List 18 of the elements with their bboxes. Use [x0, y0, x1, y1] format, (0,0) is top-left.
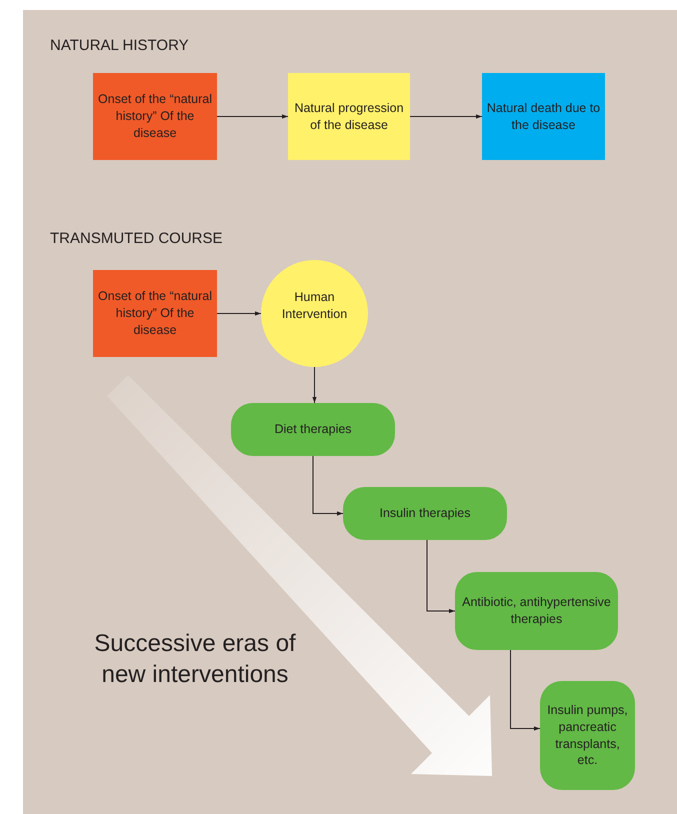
arrow [216, 114, 288, 119]
therapy-box: Antibiotic, antihypertensive therapies [455, 572, 618, 650]
arrow [410, 114, 482, 119]
arrow [216, 311, 262, 316]
arrow [510, 650, 540, 731]
annotation-text: Successive eras of new interventions [93, 629, 297, 690]
therapy-box: Diet therapies [231, 403, 395, 456]
event-box: Onset of the “natural history” Of the disease [93, 270, 217, 357]
arrow [312, 456, 344, 516]
arrow [426, 540, 456, 614]
event-box: Natural death due to the disease [482, 73, 605, 160]
therapy-box: Insulin pumps, pancreatic transplants, etc. [540, 681, 635, 790]
section-heading: NATURAL HISTORY [50, 36, 190, 56]
event-box: Onset of the “natural history” Of the disease [93, 73, 217, 160]
event-box: Natural progression of the disease [288, 73, 410, 160]
section-heading: TRANSMUTED COURSE [50, 229, 224, 248]
therapy-box: Insulin therapies [343, 487, 507, 540]
arrow [312, 366, 317, 404]
